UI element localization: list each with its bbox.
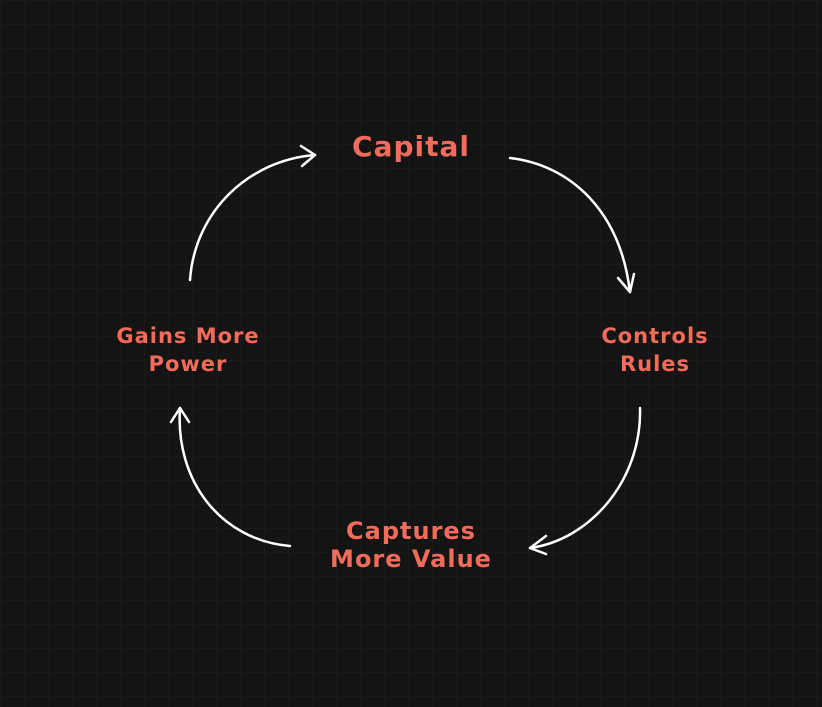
node-line: Power bbox=[148, 352, 228, 376]
node-capital: Capital bbox=[352, 130, 470, 163]
node-line: Rules bbox=[619, 352, 691, 376]
node-captures-more-value: Captures More Value bbox=[330, 517, 492, 573]
node-line: More Value bbox=[330, 545, 492, 573]
node-line: Gains More bbox=[116, 324, 260, 348]
arrow-value-to-power bbox=[169, 406, 292, 548]
node-controls-rules: Controls Rules bbox=[601, 322, 708, 378]
node-line: Controls bbox=[601, 324, 709, 348]
arrow-rules-to-value bbox=[528, 406, 642, 556]
arrow-capital-to-rules bbox=[508, 156, 636, 294]
arrow-power-to-capital bbox=[188, 144, 317, 282]
node-line: Captures bbox=[346, 517, 476, 545]
node-gains-more-power: Gains More Power bbox=[116, 322, 259, 378]
